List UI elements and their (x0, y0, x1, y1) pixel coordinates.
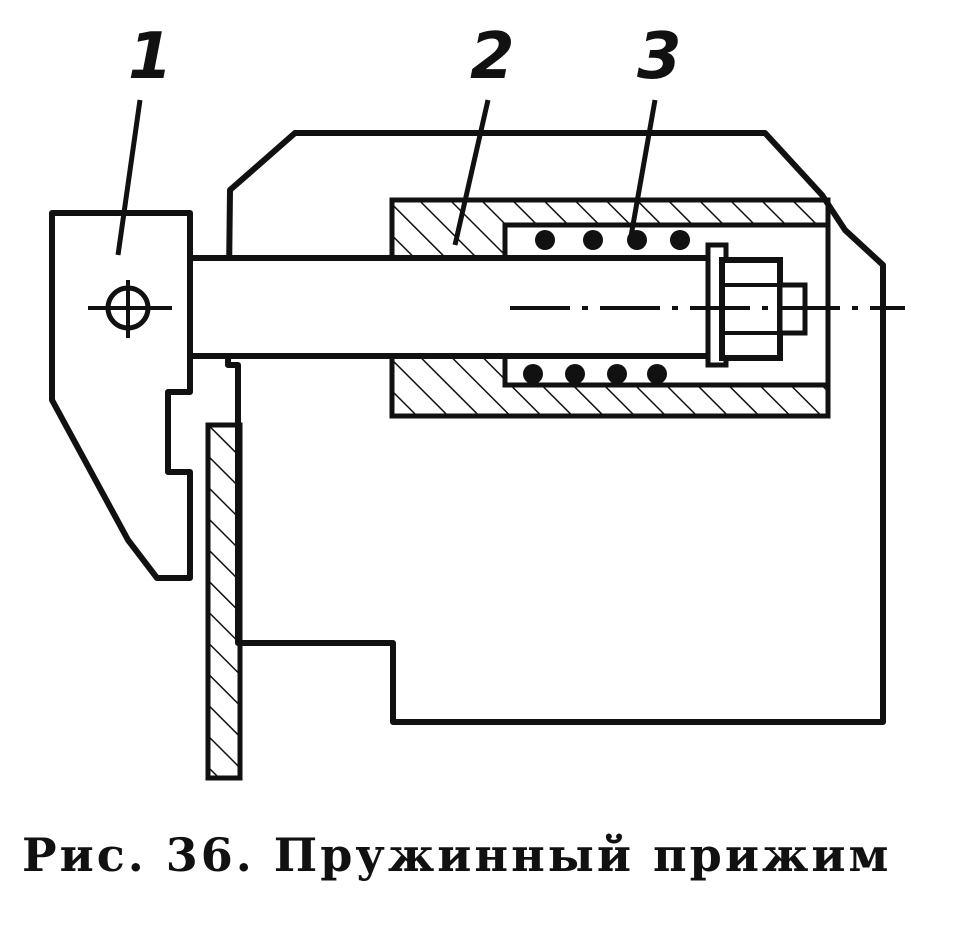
label-part-3: 3 (637, 20, 682, 94)
base-plate-hatch (205, 422, 243, 781)
clamp-jaw (49, 210, 193, 581)
label-part-2: 2 (470, 20, 515, 94)
spring-coils-upper (535, 230, 690, 250)
leader-2 (452, 99, 491, 246)
label-part-1: 1 (128, 20, 173, 94)
leader-3 (627, 99, 658, 243)
leader-1 (115, 99, 143, 256)
figure-caption: Рис. 36. Пружинный прижим (22, 828, 892, 882)
spring-coils-lower (523, 364, 667, 384)
